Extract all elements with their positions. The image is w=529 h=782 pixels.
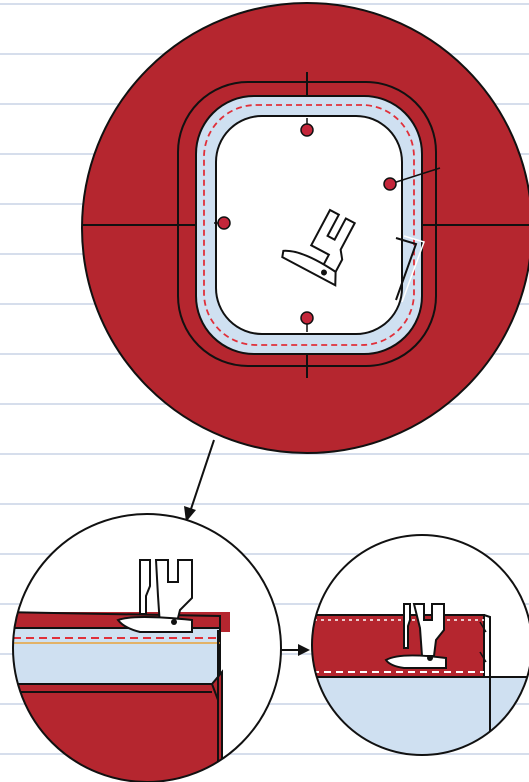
- detail-view-topstitch: [311, 534, 529, 756]
- pin-bottom: [300, 311, 314, 325]
- pins: [214, 118, 441, 332]
- detail-view-folded-edge: [12, 513, 282, 782]
- folded-fabric: [13, 669, 223, 782]
- lining-panel: [312, 676, 529, 755]
- armhole-opening: [215, 115, 403, 335]
- pin-top: [300, 123, 314, 137]
- lining-layer: [13, 627, 221, 685]
- side-seam: [483, 614, 491, 755]
- fabric-panel: [312, 614, 485, 678]
- foot-shank-line: [395, 237, 418, 301]
- arrow-right-icon: [280, 644, 310, 656]
- main-armhole-view: [81, 2, 529, 454]
- pin-left: [217, 216, 231, 230]
- foot-shank-line-2: [401, 235, 425, 303]
- seam-stitch-line: [203, 104, 415, 346]
- presser-foot-icon: [281, 208, 357, 287]
- pin-right: [383, 177, 397, 191]
- presser-foot-detail-2-icon: [384, 603, 447, 669]
- arrow-down-left-icon: [184, 439, 215, 522]
- presser-foot-detail-1-icon: [116, 559, 193, 633]
